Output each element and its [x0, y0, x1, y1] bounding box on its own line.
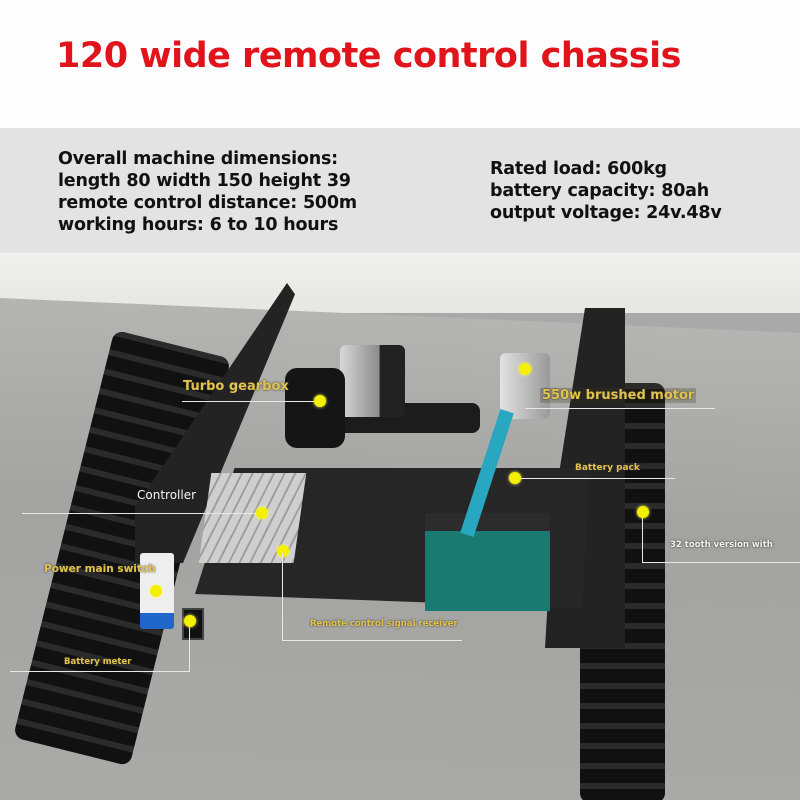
marker-dot [637, 506, 649, 518]
marker-dot [509, 472, 521, 484]
specs-band [0, 128, 800, 253]
leader-line [525, 408, 715, 409]
callout-turbo-gearbox: Turbo gearbox [183, 379, 289, 394]
leader-line [182, 401, 322, 402]
spec-output-voltage: output voltage: 24v.48v [490, 203, 722, 223]
left-motor [340, 345, 405, 417]
callout-power-main-switch-text: Power main switch [44, 563, 156, 575]
leader-line [10, 671, 190, 672]
leader-line [189, 623, 190, 671]
gearbox [285, 368, 345, 448]
controller-unit [198, 473, 307, 563]
callout-power-main-switch: Power main switch [44, 564, 156, 575]
battery-block [425, 513, 550, 611]
callout-32-tooth: 32 tooth version with [670, 540, 773, 550]
leader-line [642, 562, 800, 563]
spec-battery-capacity: battery capacity: 80ah [490, 181, 710, 201]
leader-line [282, 640, 462, 641]
leader-line [642, 515, 643, 563]
marker-dot [150, 585, 162, 597]
marker-dot [519, 363, 531, 375]
leader-line [282, 553, 283, 641]
spec-working-hours: working hours: 6 to 10 hours [58, 215, 339, 235]
spec-rated-load: Rated load: 600kg [490, 159, 667, 179]
callout-controller: Controller [137, 488, 197, 502]
chassis-photo: Turbo gearbox 550w brushed motor Battery… [0, 253, 800, 800]
specs-right: Rated load: 600kg battery capacity: 80ah… [490, 158, 722, 224]
page-title: 120 wide remote control chassis [56, 36, 681, 76]
marker-dot [256, 507, 268, 519]
callout-550w-motor: 550w brushed motor [540, 388, 697, 403]
marker-dot [277, 545, 289, 557]
leader-line [515, 478, 675, 479]
callout-remote-receiver: Remote control signal receiver [310, 619, 458, 629]
header: 120 wide remote control chassis [0, 0, 800, 128]
spec-dimensions: length 80 width 150 height 39 [58, 171, 351, 191]
leader-line [22, 513, 262, 514]
specs-left: Overall machine dimensions: length 80 wi… [58, 148, 357, 236]
callout-battery-meter: Battery meter [64, 657, 132, 667]
marker-dot [314, 395, 326, 407]
marker-dot [184, 615, 196, 627]
spec-remote-distance: remote control distance: 500m [58, 193, 357, 213]
spec-dimensions-heading: Overall machine dimensions: [58, 149, 338, 169]
callout-battery-pack: Battery pack [575, 463, 640, 473]
